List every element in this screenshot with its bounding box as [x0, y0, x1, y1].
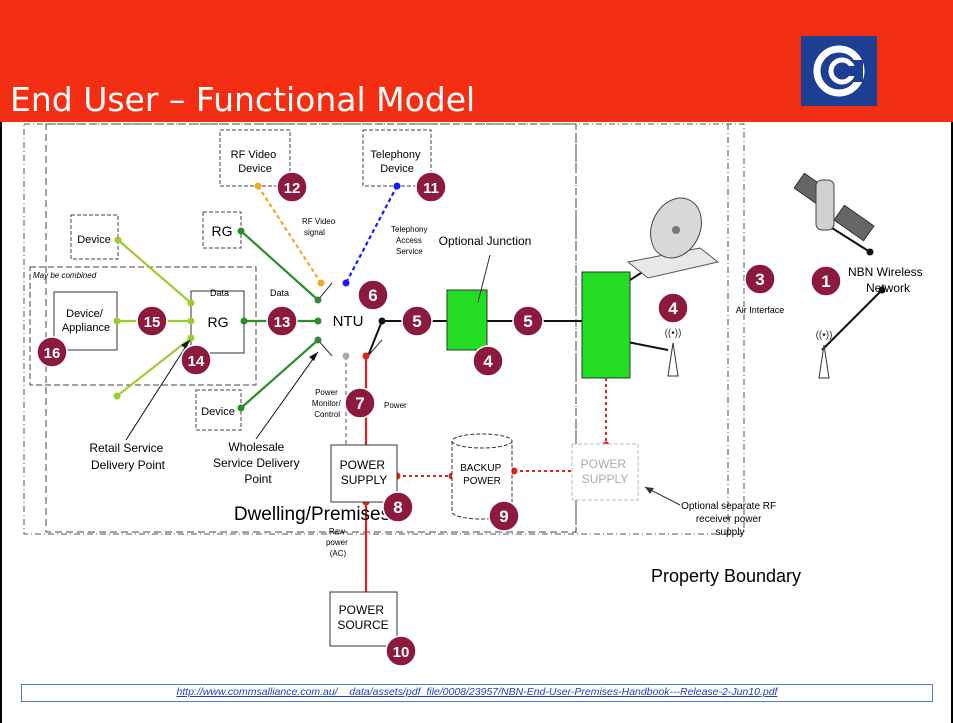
- optional-power-supply-box: [571, 443, 639, 501]
- badge-number-15: 15: [144, 314, 161, 331]
- badge-number-13: 13: [274, 314, 291, 331]
- property-boundary-box: [23, 123, 745, 535]
- combined-box: [29, 266, 257, 386]
- dwelling-label: Dwelling/Premises: [234, 504, 390, 525]
- telephony-access-label: Telephony Access Service: [391, 225, 430, 256]
- satellite-dish-icon: [626, 197, 720, 279]
- badge-circle-16: [36, 336, 68, 368]
- dwelling-boundary-box: [45, 123, 577, 533]
- retail-sdp-label: Retail Service Delivery Point: [89, 441, 166, 472]
- device-bottom-label: Device: [201, 406, 235, 418]
- badge-circle-11: [415, 171, 447, 203]
- backup-power-label: BACKUP POWER: [460, 463, 504, 487]
- badge-number-4: 4: [668, 299, 678, 318]
- power-source-label: POWER SOURCE: [337, 603, 388, 632]
- data-left-label: Data: [210, 288, 229, 298]
- green-light-dots: [113, 236, 195, 400]
- badge-number-4: 4: [483, 352, 493, 371]
- rf-video-signal-label: RF Video signal: [302, 217, 337, 237]
- backup-power-cylinder: [451, 441, 513, 520]
- badge-number-5: 5: [412, 312, 421, 331]
- badge-circle-10: [385, 635, 417, 667]
- network-antenna-icon: ((•)): [816, 330, 833, 379]
- power-supply-box: [330, 444, 398, 503]
- power-supply-label: POWER SUPPLY: [340, 458, 389, 487]
- slide-header: [0, 0, 953, 122]
- rf-video-device-label: RF Video Device: [231, 149, 280, 175]
- badge-circle-3: [744, 263, 776, 295]
- rf-receiver-box: [581, 271, 631, 379]
- svg-text:((•)): ((•)): [816, 330, 833, 341]
- comms-alliance-logo: [801, 36, 877, 106]
- optional-power-supply-label: POWER SUPPLY: [581, 457, 630, 486]
- slide-title: End User – Functional Model: [10, 80, 476, 119]
- optional-junction-box: [446, 289, 488, 351]
- optional-junction-label: Optional Junction: [439, 234, 532, 248]
- badge-number-8: 8: [393, 498, 402, 517]
- badge-number-6: 6: [368, 286, 377, 305]
- badge-number-10: 10: [393, 644, 410, 661]
- rf-video-device-box: [219, 129, 291, 187]
- device-appliance-label: Device/ Appliance: [62, 308, 110, 334]
- badge-number-9: 9: [499, 507, 508, 526]
- badge-circle-13: [266, 305, 298, 337]
- optional-rf-supply-label: Optional separate RF receiver power supp…: [681, 501, 779, 538]
- slide-border-left: [0, 122, 2, 723]
- data-right-label: Data: [270, 288, 289, 298]
- logo-icon: [813, 45, 865, 97]
- may-be-combined-label: May be combined: [33, 271, 97, 280]
- air-interface-label: Air Interface: [736, 305, 785, 315]
- badge-number-5: 5: [523, 312, 532, 331]
- device-bottom-box: [195, 389, 242, 431]
- raw-power-label: Raw power (AC): [326, 527, 350, 558]
- badge-circle-6: [357, 279, 389, 311]
- badge-circle-8: [382, 491, 414, 523]
- telephony-link: [345, 185, 398, 284]
- device-top-label: Device: [77, 234, 111, 246]
- rg-top-box: [202, 211, 242, 249]
- ntu-label: NTU: [333, 313, 364, 330]
- badge-circle-15: [136, 305, 168, 337]
- badge-circle-12: [276, 171, 308, 203]
- badge-number-11: 11: [423, 180, 439, 197]
- svg-text:((•)): ((•)): [665, 328, 682, 339]
- badge-number-16: 16: [44, 345, 61, 362]
- badge-circle-1: [810, 265, 842, 297]
- power-source-box: [329, 591, 398, 647]
- badge-circle-14: [180, 344, 212, 376]
- wholesale-sdp-label: Wholesale Service Delivery Point: [213, 440, 303, 486]
- property-boundary-label: Property Boundary: [651, 566, 801, 586]
- badge-circle-9: [488, 500, 520, 532]
- rg-top-label: RG: [212, 223, 233, 239]
- power-label: Power: [384, 401, 407, 410]
- power-monitor-label: Power Monitor/ Control: [312, 388, 343, 419]
- badge-circle-4: [472, 345, 504, 377]
- source-url-link[interactable]: http://www.commsalliance.com.au/__data/a…: [176, 686, 778, 698]
- badge-circle-4: [657, 292, 689, 324]
- badge-circle-5: [512, 305, 544, 337]
- slide-border-right: [951, 122, 953, 723]
- source-url-box[interactable]: http://www.commsalliance.com.au/__data/a…: [21, 684, 933, 702]
- green-dark-dots: [237, 227, 322, 412]
- badge-circle-5: [401, 305, 433, 337]
- badge-number-7: 7: [355, 394, 364, 413]
- satellite-icon: [793, 172, 875, 242]
- rg-main-label: RG: [208, 314, 229, 330]
- badge-number-12: 12: [284, 180, 301, 197]
- badge-number-3: 3: [755, 270, 764, 289]
- antenna-icon: ((•)): [665, 328, 682, 377]
- device-appliance-box: [53, 291, 118, 351]
- badge-number-14: 14: [188, 353, 205, 370]
- badge-number-1: 1: [821, 272, 830, 291]
- rf-video-link: [257, 185, 322, 284]
- telephony-device-label: Telephony Device: [370, 149, 423, 175]
- badge-circle-7: [344, 387, 376, 419]
- nbn-wireless-label: NBN Wireless Network: [848, 265, 926, 295]
